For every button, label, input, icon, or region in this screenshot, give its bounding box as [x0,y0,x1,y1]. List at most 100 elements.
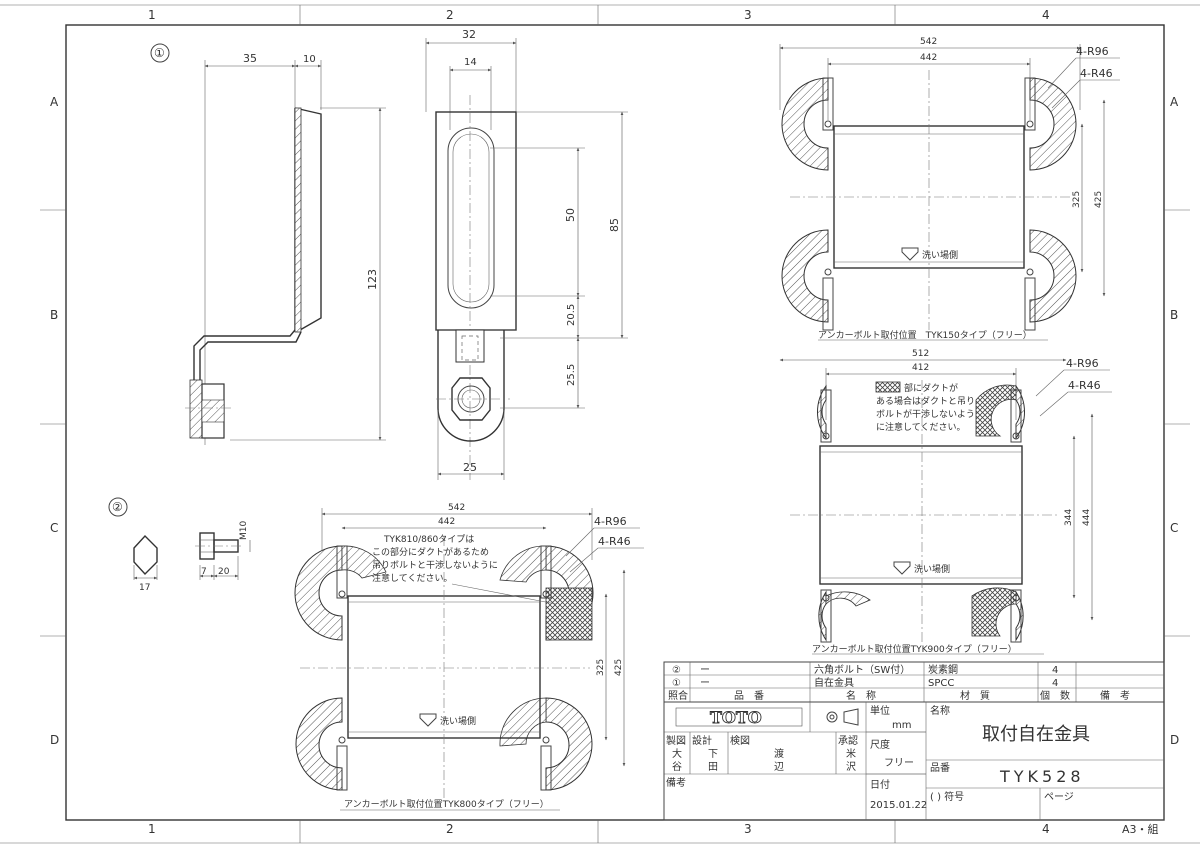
parts-no: ① [672,678,681,689]
duct-note: 部にダクトが [904,382,958,394]
scale-value: フリー [884,758,914,769]
dim-label: 412 [912,363,929,373]
radius-label: 4-R96 [1076,45,1109,58]
row-label: D [1170,733,1179,747]
plan-caption: アンカーボルト取付位置TYK900タイプ（フリー） [812,643,1017,655]
dim-label: 344 [1064,509,1074,526]
dim-label: 425 [1094,191,1104,208]
dim-label: 512 [912,349,929,359]
parts-header: 名 称 [846,689,876,702]
parts-material: 炭素鋼 [928,663,958,676]
drawn-by: 大 [672,747,682,760]
parts-table: ② ー 六角ボルト（SW付） 炭素鋼 4 ① ー 自在金具 SPCC 4 照合 … [663,661,1165,703]
unit-label: 単位 [870,704,890,717]
design-label: 設計 [692,734,712,747]
dim-label: 325 [596,659,606,676]
dim-label: 10 [303,54,316,65]
duct-note: ボルトが干渉しないよう [876,408,975,420]
duct-note: に注意してください。 [876,421,965,433]
row-label: C [1170,521,1178,535]
dim-label: 442 [920,53,937,63]
parts-name: 六角ボルト（SW付） [814,663,910,676]
part-no-value: TYK528 [999,767,1085,786]
parts-header: 備 考 [1100,689,1130,702]
row-label: A [50,95,59,109]
col-label: 4 [1042,822,1050,836]
radius-label: 4-R46 [598,535,631,548]
duct-note: 注意してください。 [372,572,452,584]
plan-tyk900: 512 412 洗い場側 部にダクトが ある場合はダクトと吊り ボルトが干渉しな [779,349,1112,655]
row-label: C [50,521,58,535]
duct-note: ある場合はダクトと吊り [876,395,975,407]
drawing-name: 取付自在金具 [982,724,1090,745]
design-by: 下 [708,749,718,760]
parts-dash: ー [700,665,710,676]
symbol-label: ( ) 符号 [930,790,964,803]
dim-label: 325 [1072,191,1082,208]
date-label: 日付 [870,778,890,791]
dim-label: 85 [608,218,621,232]
col-label: 2 [446,8,454,22]
check-label: 検図 [730,734,750,747]
parts-header: 個 数 [1040,689,1070,702]
col-label: 3 [744,822,752,836]
bracket-front-view: 32 14 50 85 20.5 25.5 25 [425,28,628,480]
dim-label: 7 [201,567,207,577]
page-label: ページ [1044,792,1074,803]
duct-note: この部分にダクトがあるため [372,546,489,558]
parts-qty: 4 [1052,678,1058,689]
parts-name: 自在金具 [814,676,854,689]
col-label: 1 [148,822,156,836]
dim-label: 14 [464,57,477,68]
dim-label: 32 [462,28,476,41]
parts-qty: 4 [1052,665,1058,676]
remarks-label: 備考 [666,776,686,789]
part-no-label: 品番 [930,762,950,774]
dim-label: 50 [564,208,577,222]
name-label: 名称 [930,704,950,717]
col-label: 3 [744,8,752,22]
bracket-side-view: ① 35 10 123 [150,43,386,445]
date-value: 2015.01.22 [870,800,927,811]
approve-label: 承認 [838,734,858,747]
radius-label: 4-R46 [1068,379,1101,392]
check-by: 渡 [774,747,784,760]
design-by: 田 [708,762,718,773]
sheet-frame [0,4,1200,844]
dim-label: 20.5 [566,304,577,326]
wash-side-label: 洗い場側 [440,715,476,727]
plan-tyk800: 542 442 洗い場側 TYK810/860タイプは この部分にダクトがあるた… [294,503,644,811]
wash-side-label: 洗い場側 [922,249,958,261]
dim-label: 35 [243,52,257,65]
sheet-size: A3・組 [1122,823,1159,836]
parts-header: 材 質 [960,689,990,702]
drawn-by: 谷 [672,761,682,773]
drawn-label: 製図 [666,734,686,747]
scale-label: 尺度 [870,738,890,751]
frame-labels: 1 2 3 4 1 2 3 4 A B C D A B C D A3・組 [50,8,1179,836]
bolt-view: ② 17 7 20 M10 [108,497,251,593]
dim-label: 20 [218,567,230,577]
view-marker: ② [112,500,123,514]
dim-label: 442 [438,517,455,527]
col-label: 2 [446,822,454,836]
check-by: 辺 [774,761,784,773]
parts-no: ② [672,665,681,676]
radius-label: 4-R96 [594,515,627,528]
row-label: A [1170,95,1179,109]
dim-label: 542 [920,37,937,47]
unit-value: mm [892,720,911,731]
parts-header: 照合 [668,689,688,702]
title-block: TOTO 単位 mm 名称 取付自在金具 製図 大 谷 設計 下 田 検図 渡 … [663,701,1165,821]
row-label: B [50,308,58,322]
radius-label: 4-R96 [1066,357,1099,370]
duct-note: TYK810/860タイプは [383,534,474,545]
radius-label: 4-R46 [1080,67,1113,80]
dim-label: 17 [139,583,150,593]
dim-label: 25.5 [566,364,577,386]
plan-caption: アンカーボルト取付位置TYK800タイプ（フリー） [344,798,549,810]
approve-by: 沢 [846,760,856,773]
approve-by: 米 [846,747,856,760]
